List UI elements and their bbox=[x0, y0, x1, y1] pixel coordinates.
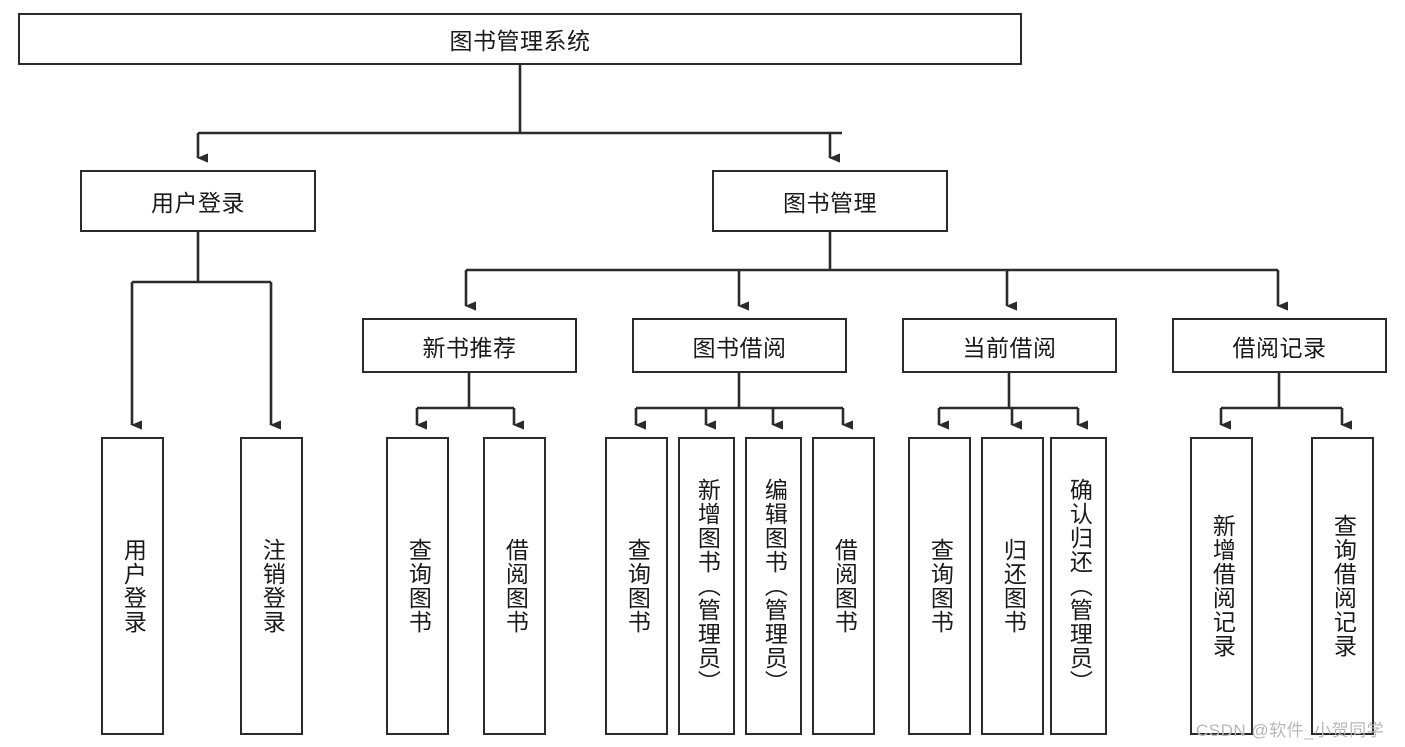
node-label: 当前借阅 bbox=[962, 334, 1057, 361]
node-label: 图书管理系统 bbox=[449, 28, 591, 54]
node-leaf-query-book-recommend[interactable]: 查询图书 bbox=[386, 437, 449, 735]
node-book-borrow[interactable]: 图书借阅 bbox=[632, 318, 847, 373]
node-leaf-return-book[interactable]: 归还图书 bbox=[981, 437, 1044, 735]
node-leaf-query-borrow-record[interactable]: 查询借阅记录 bbox=[1311, 437, 1374, 735]
node-label: 查询借阅记录 bbox=[1330, 514, 1357, 658]
node-label: 查询图书 bbox=[927, 538, 954, 634]
node-current-borrow[interactable]: 当前借阅 bbox=[902, 318, 1117, 373]
node-label: 借阅图书 bbox=[502, 538, 529, 634]
node-new-book-recommend[interactable]: 新书推荐 bbox=[362, 318, 577, 373]
node-leaf-query-book-current[interactable]: 查询图书 bbox=[908, 437, 971, 735]
node-leaf-logout-login[interactable]: 注销登录 bbox=[240, 437, 303, 735]
node-label: 新增借阅记录 bbox=[1209, 514, 1236, 658]
node-label: 归还图书 bbox=[1000, 538, 1027, 634]
node-leaf-add-borrow-record[interactable]: 新增借阅记录 bbox=[1190, 437, 1253, 735]
node-leaf-edit-book-admin[interactable]: 编辑图书（管理员） bbox=[745, 437, 802, 735]
node-leaf-add-book-admin[interactable]: 新增图书（管理员） bbox=[678, 437, 735, 735]
node-borrow-record[interactable]: 借阅记录 bbox=[1172, 318, 1387, 373]
node-root-title[interactable]: 图书管理系统 bbox=[18, 13, 1022, 65]
node-label: 查询图书 bbox=[624, 538, 651, 634]
node-leaf-query-book-borrow[interactable]: 查询图书 bbox=[605, 437, 668, 735]
node-book-management[interactable]: 图书管理 bbox=[712, 170, 948, 232]
node-label: 图书借阅 bbox=[692, 334, 787, 361]
csdn-watermark: CSDN @软件_小贺同学 bbox=[1196, 721, 1385, 740]
node-label: 确认归还（管理员） bbox=[1066, 478, 1093, 694]
node-leaf-borrow-book[interactable]: 借阅图书 bbox=[812, 437, 875, 735]
node-label: 图书管理 bbox=[783, 190, 877, 216]
node-leaf-confirm-return-admin[interactable]: 确认归还（管理员） bbox=[1050, 437, 1107, 735]
node-label: 借阅图书 bbox=[831, 538, 858, 634]
node-label: 用户登录 bbox=[151, 190, 245, 216]
node-label: 查询图书 bbox=[405, 538, 432, 634]
node-label: 用户登录 bbox=[120, 538, 147, 634]
node-label: 新增图书（管理员） bbox=[694, 478, 721, 694]
node-label: 注销登录 bbox=[259, 538, 286, 634]
node-leaf-borrow-book-recommend[interactable]: 借阅图书 bbox=[483, 437, 546, 735]
node-label: 编辑图书（管理员） bbox=[761, 478, 788, 694]
node-label: 新书推荐 bbox=[422, 334, 517, 361]
node-label: 借阅记录 bbox=[1232, 334, 1327, 361]
node-user-login[interactable]: 用户登录 bbox=[80, 170, 316, 232]
node-leaf-user-login[interactable]: 用户登录 bbox=[101, 437, 164, 735]
